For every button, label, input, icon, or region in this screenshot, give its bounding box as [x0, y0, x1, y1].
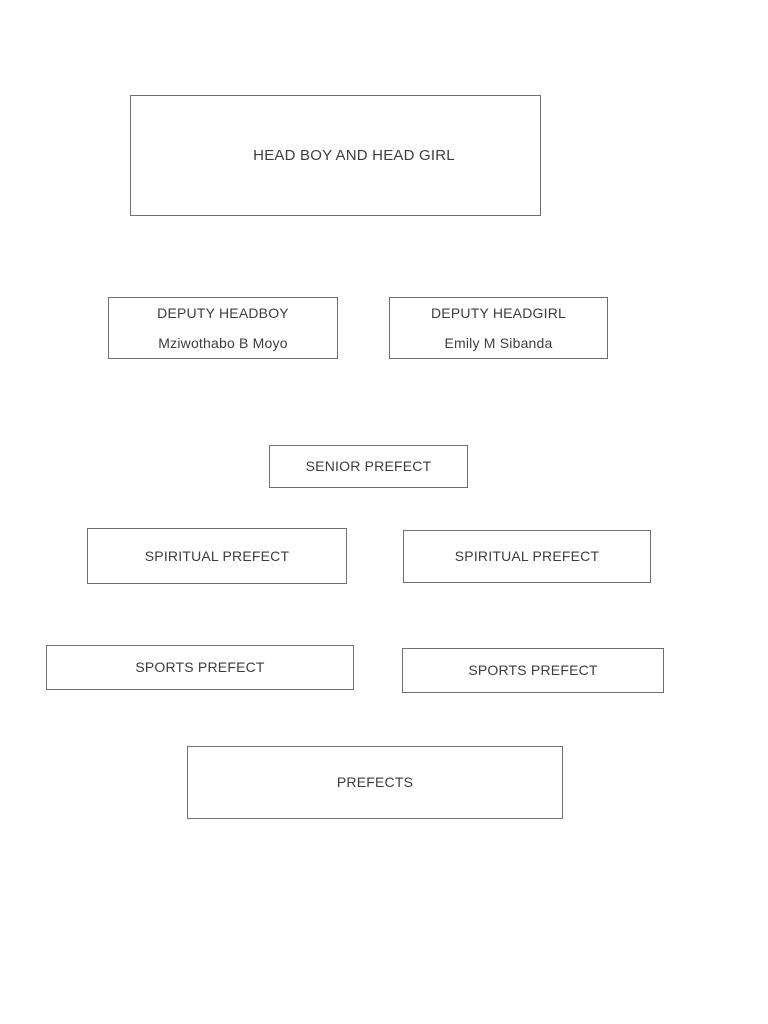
org-box-title: HEAD BOY AND HEAD GIRL: [253, 146, 455, 164]
org-box-title: DEPUTY HEADBOY: [157, 304, 289, 321]
org-box-spiritual-prefect-right: SPIRITUAL PREFECT: [403, 530, 651, 583]
org-box-senior-prefect: SENIOR PREFECT: [269, 445, 468, 488]
org-box-title: SPORTS PREFECT: [135, 659, 265, 676]
org-box-spiritual-prefect-left: SPIRITUAL PREFECT: [87, 528, 347, 584]
org-box-sports-prefect-left: SPORTS PREFECT: [46, 645, 354, 690]
org-box-title: SENIOR PREFECT: [305, 458, 432, 475]
org-box-title: SPORTS PREFECT: [468, 662, 598, 679]
person-name: Emily M Sibanda: [444, 334, 553, 351]
person-name: Mziwothabo B Moyo: [158, 334, 288, 351]
org-box-sports-prefect-right: SPORTS PREFECT: [402, 648, 664, 693]
org-box-prefects: PREFECTS: [187, 746, 563, 819]
org-box-head-boy-and-head-girl: HEAD BOY AND HEAD GIRL: [130, 95, 541, 216]
org-box-deputy-headgirl: DEPUTY HEADGIRL Emily M Sibanda: [389, 297, 608, 359]
org-box-title: SPIRITUAL PREFECT: [454, 548, 600, 565]
org-box-deputy-headboy: DEPUTY HEADBOY Mziwothabo B Moyo: [108, 297, 338, 359]
org-box-title: SPIRITUAL PREFECT: [144, 547, 290, 564]
org-box-title: DEPUTY HEADGIRL: [431, 304, 566, 321]
org-box-title: PREFECTS: [336, 774, 414, 791]
